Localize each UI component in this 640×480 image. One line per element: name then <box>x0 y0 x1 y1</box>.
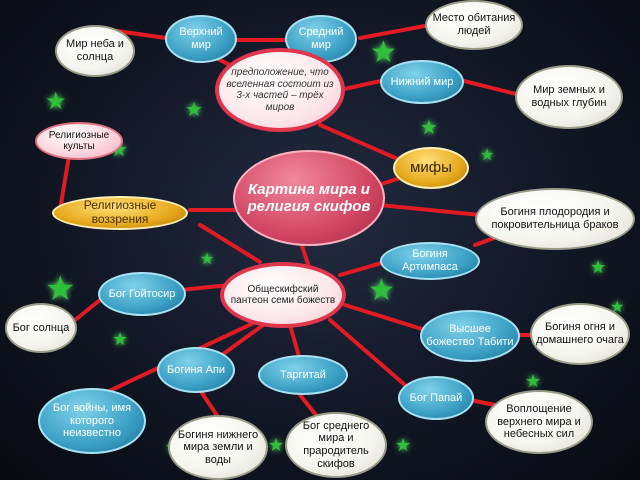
star-icon: ★ <box>480 147 495 164</box>
line-hyp-nizhniy <box>338 78 387 92</box>
node-hypothesis: предположение, что вселенная состоит из … <box>215 48 345 132</box>
node-label: Религиозные культы <box>48 129 110 153</box>
node-label: Богиня Артимпаса <box>402 248 458 273</box>
node-label: Место обитания людей <box>432 12 516 37</box>
node-targitai: Таргитай <box>258 355 348 395</box>
line-kulty-vozzreniya <box>58 148 72 212</box>
node-label: Высшее божество Табити <box>426 323 514 348</box>
star-icon: ★ <box>268 435 285 455</box>
node-label: Бог солнца <box>12 321 70 334</box>
node-bog-srednego: Бог среднего мира и прародитель скифов <box>285 412 387 478</box>
star-icon: ★ <box>525 371 542 391</box>
node-label: Средний мир <box>298 26 344 51</box>
node-label: Бог Гойтосир <box>108 287 176 300</box>
node-label: Верхний мир <box>179 26 223 51</box>
node-label: Общескифский пантеон семи божеств <box>230 283 336 307</box>
line-panteon-papai <box>328 318 407 387</box>
node-label: Богиня плодородия и покровительница брак… <box>491 206 619 231</box>
star-icon: ★ <box>395 435 412 455</box>
line-panteon-vysshee <box>343 303 427 332</box>
node-label: Воплощение верхнего мира и небесных сил <box>497 403 581 441</box>
node-label: Мир неба и солнца <box>66 38 124 63</box>
star-icon: ★ <box>590 257 607 277</box>
node-label: Нижний мир <box>390 75 454 88</box>
star-icon: ★ <box>185 99 203 121</box>
node-label: Бог среднего мира и прародитель скифов <box>302 419 370 470</box>
star-icon: ★ <box>45 270 76 308</box>
node-label: Богиня нижнего мира земли и воды <box>177 428 259 466</box>
node-label: Богиня Апи <box>166 363 226 376</box>
node-voploshchenie: Воплощение верхнего мира и небесных сил <box>485 390 593 454</box>
node-mify: мифы <box>393 147 469 189</box>
node-bog-goitosir: Бог Гойтосир <box>98 272 186 316</box>
line-papai-voploshchenie <box>468 398 497 407</box>
node-label: Богиня огня и домашнего очага <box>536 321 624 346</box>
node-bog-voyny: Бог войны, имя которого неизвестно <box>38 388 146 454</box>
star-icon: ★ <box>45 88 67 115</box>
line-nizhniy-mirzem <box>458 78 522 97</box>
node-label: Мир земных и водных глубин <box>531 84 607 109</box>
node-boginya-plodorodiya: Богиня плодородия и покровительница брак… <box>475 188 635 250</box>
node-verkhniy-mir: Верхний мир <box>165 15 237 63</box>
line-kartina-plodorodiya <box>378 203 482 217</box>
node-bog-solntsa: Бог солнца <box>5 303 77 353</box>
node-boginya-api: Богиня Апи <box>157 347 235 393</box>
line-vozzreniya-panteon <box>198 223 262 264</box>
node-label: Бог Папай <box>409 391 463 404</box>
line-sredniy-mesto <box>358 23 432 40</box>
node-vysshee-bozhestvo: Высшее божество Табити <box>420 310 520 362</box>
line-solntsa-goitosir <box>73 298 102 322</box>
star-icon: ★ <box>200 251 215 268</box>
node-mir-zemnykh: Мир земных и водных глубин <box>515 65 623 129</box>
node-religioznye-kulty: Религиозные культы <box>35 122 123 160</box>
line-panteon-artimpasa <box>338 260 387 277</box>
node-label: Картина мира и религия скифов <box>247 180 371 215</box>
star-icon: ★ <box>420 117 438 139</box>
node-mesto-obitaniya: Место обитания людей <box>425 0 523 50</box>
node-boginya-nizhnego: Богиня нижнего мира земли и воды <box>168 415 268 480</box>
node-label: Бог войны, имя которого неизвестно <box>52 402 132 440</box>
node-label: Религиозные воззрения <box>83 198 157 226</box>
node-label: мифы <box>410 159 452 177</box>
node-kartina-mira: Картина мира и религия скифов <box>233 150 385 246</box>
node-mir-neba: Мир неба и солнца <box>55 25 135 77</box>
star-icon: ★ <box>368 274 395 307</box>
node-bog-papai: Бог Папай <box>398 376 474 420</box>
node-label: Таргитай <box>280 368 326 381</box>
node-nizhniy-mir: Нижний мир <box>380 60 464 104</box>
node-religioznye-vozzreniya: Религиозные воззрения <box>52 196 188 230</box>
star-icon: ★ <box>370 36 397 69</box>
node-boginya-ognya: Богиня огня и домашнего очага <box>530 303 630 365</box>
node-boginya-artimpasa: Богиня Артимпаса <box>380 242 480 280</box>
node-panteon: Общескифский пантеон семи божеств <box>220 262 346 328</box>
star-icon: ★ <box>112 329 129 349</box>
line-hyp-mify <box>318 123 402 162</box>
node-label: предположение, что вселенная состоит из … <box>226 67 334 113</box>
